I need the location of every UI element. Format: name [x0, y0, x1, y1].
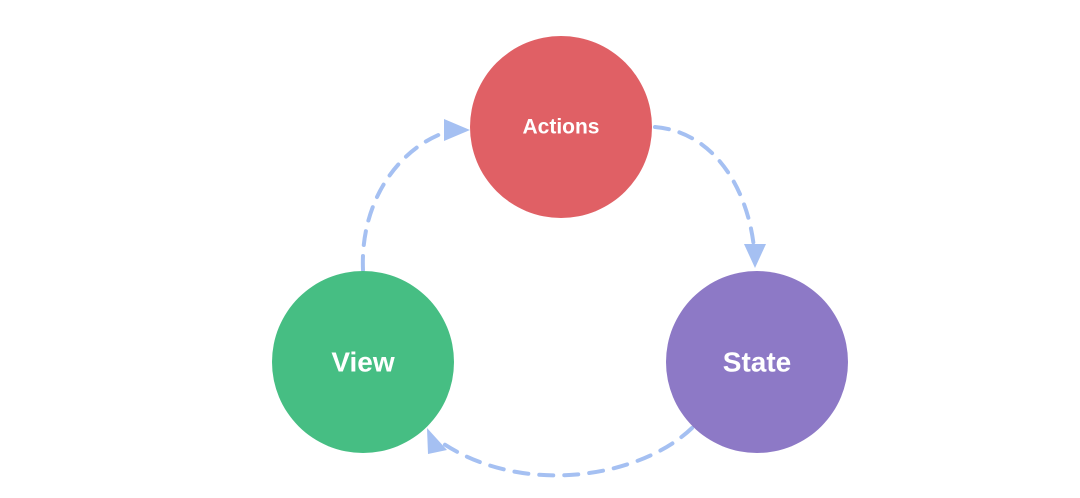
node-view-circle: [272, 271, 454, 453]
node-state-circle: [666, 271, 848, 453]
node-actions-circle: [470, 36, 652, 218]
node-state-label: State: [723, 347, 791, 378]
edge-view-to-actions: [360, 128, 454, 272]
edge-state-to-view: [436, 426, 694, 478]
arrowhead-state-to-view: [427, 428, 447, 454]
node-actions-label: Actions: [522, 116, 599, 139]
node-actions: Actions: [470, 36, 652, 218]
node-view-label: View: [331, 347, 395, 378]
edge-actions-to-state: [653, 125, 756, 250]
arrowhead-view-to-actions: [444, 119, 470, 141]
node-state: State: [666, 271, 848, 453]
arrowhead-actions-to-state: [744, 244, 766, 268]
node-view: View: [272, 271, 454, 453]
